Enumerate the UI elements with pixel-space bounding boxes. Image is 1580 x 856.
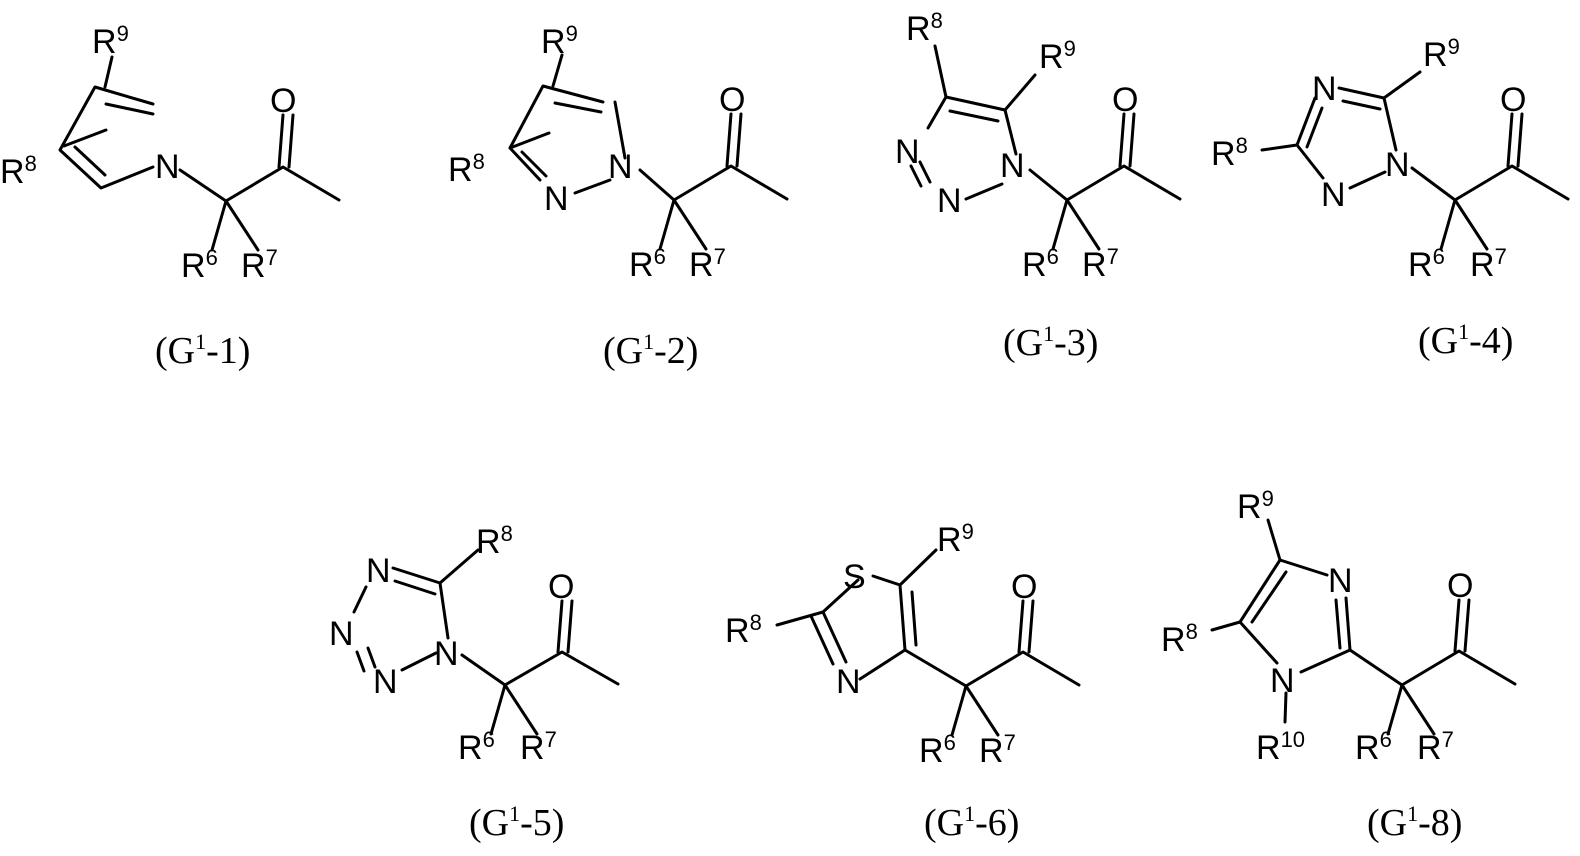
atom-n1: N: [1270, 662, 1295, 700]
atom-o: O: [719, 81, 745, 119]
r7-label: R7: [1082, 244, 1119, 284]
atom-n3: N: [895, 133, 920, 171]
atom-n1: N: [608, 148, 633, 186]
r10-label: R10: [1256, 727, 1305, 767]
structure-g1-5: N N N N O R8 R6 R7 (G1-5): [329, 521, 618, 844]
caption-g1-2: (G1-2): [603, 329, 698, 372]
r9-label: R9: [1039, 36, 1076, 76]
atom-o: O: [270, 82, 296, 120]
atom-o: O: [1112, 81, 1138, 119]
atom-n: N: [155, 148, 180, 186]
r7-label: R7: [979, 730, 1016, 770]
caption-g1-1: (G1-1): [155, 329, 250, 372]
atom-n: N: [836, 663, 861, 701]
r6-label: R6: [458, 727, 495, 767]
atom-n3: N: [1328, 562, 1353, 600]
atom-n3: N: [329, 615, 354, 653]
r6-label: R6: [919, 730, 956, 770]
caption-g1-5: (G1-5): [469, 801, 564, 844]
r7-label: R7: [1417, 727, 1454, 767]
atom-n2: N: [1321, 176, 1346, 214]
r9-label: R9: [937, 519, 974, 559]
r8-label: R8: [906, 8, 943, 48]
atom-n2: N: [937, 182, 962, 220]
atom-n1: N: [1385, 146, 1410, 184]
r7-label: R7: [241, 245, 278, 285]
r8-label: R8: [1211, 133, 1248, 173]
r6-label: R6: [629, 244, 666, 284]
atom-o: O: [1500, 81, 1526, 119]
atom-s: S: [843, 558, 866, 596]
r9-label: R9: [92, 21, 129, 61]
r7-label: R7: [1470, 244, 1507, 284]
atom-n1: N: [1000, 147, 1025, 185]
atom-o: O: [1447, 567, 1473, 605]
r8-label: R8: [725, 610, 762, 650]
atom-n4: N: [1312, 70, 1337, 108]
r8-label: R8: [448, 149, 485, 189]
caption-g1-3: (G1-3): [1003, 321, 1098, 364]
r9-label: R9: [1423, 34, 1460, 74]
structure-g1-3: N N N O R8 R9 R6 R7 (G1-3): [895, 8, 1180, 364]
r6-label: R6: [1355, 727, 1392, 767]
structure-g1-1: N O R9 R8 R6 R7 (G1-1): [0, 21, 339, 372]
caption-g1-4: (G1-4): [1418, 319, 1513, 362]
atom-n2: N: [544, 180, 569, 218]
structure-g1-6: S N O R9 R8 R6 R7 (G1-6): [725, 519, 1079, 844]
structure-g1-4: N N N O R9 R8 R6 R7 (G1-4): [1211, 34, 1568, 362]
r7-label: R7: [689, 244, 726, 284]
atom-n2: N: [373, 663, 398, 701]
atom-n1: N: [434, 635, 459, 673]
structure-g1-2: N N O R9 R8 R6 R7 (G1-2): [448, 21, 787, 372]
r7-label: R7: [520, 727, 557, 767]
r9-label: R9: [541, 21, 578, 61]
r8-label: R8: [0, 151, 37, 191]
caption-g1-8: (G1-8): [1367, 801, 1462, 844]
r6-label: R6: [181, 245, 218, 285]
r8-label: R8: [476, 521, 513, 561]
atom-o: O: [548, 568, 574, 606]
r8-label: R8: [1161, 619, 1198, 659]
structure-g1-8: N N O R9 R8 R10 R6 R7 (G1-8): [1161, 486, 1515, 844]
atom-o: O: [1011, 568, 1037, 606]
atom-n4: N: [366, 552, 391, 590]
r6-label: R6: [1022, 244, 1059, 284]
r6-label: R6: [1408, 244, 1445, 284]
caption-g1-6: (G1-6): [924, 801, 1019, 844]
